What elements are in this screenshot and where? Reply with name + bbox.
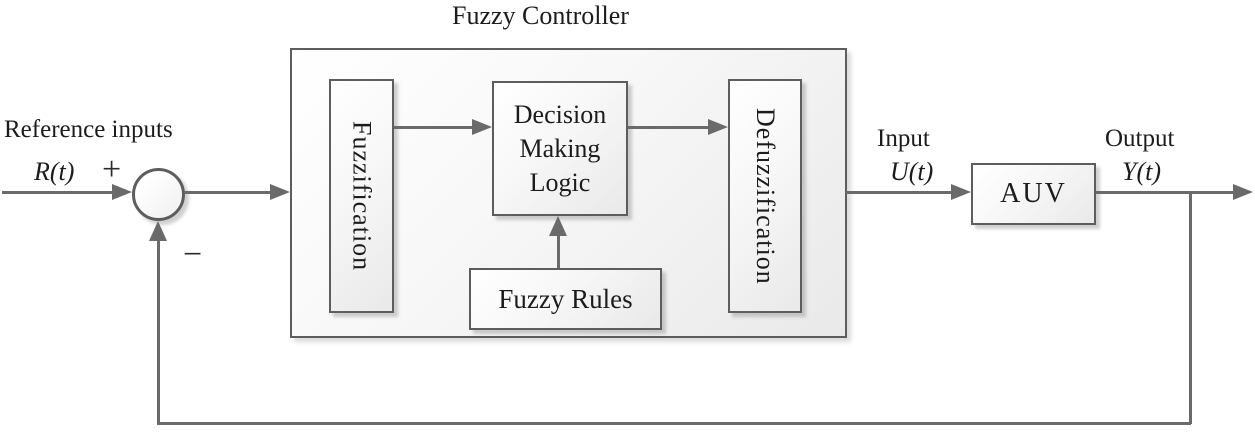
auv-label: AUV	[1000, 178, 1067, 209]
decision-making-logic-label: Decision Making Logic	[513, 99, 607, 197]
diagram-title: Fuzzy Controller	[452, 1, 629, 30]
rules-to-decision-line	[557, 234, 560, 268]
reference-inputs-label: Reference inputs	[4, 116, 173, 143]
fuzzification-label: Fuzzification	[347, 120, 377, 272]
fuzzy-rules-block: Fuzzy Rules	[469, 268, 662, 330]
fuzzy-rules-label: Fuzzy Rules	[498, 283, 633, 314]
r-t-label: R(t)	[34, 157, 75, 186]
output-label: Output	[1105, 125, 1175, 152]
feedback-bottom-line	[157, 422, 1191, 425]
arrowhead-up-into-decision-icon	[549, 216, 567, 236]
decision-to-defuzzification-line	[628, 126, 710, 129]
input-label: Input	[877, 125, 930, 152]
arrowhead-into-sum-icon	[112, 184, 132, 200]
arrowhead-into-defuzzification-icon	[708, 119, 728, 135]
u-t-label: U(t)	[890, 157, 934, 186]
decision-making-logic-block: Decision Making Logic	[492, 81, 628, 216]
minus-sign: −	[183, 236, 203, 273]
fuzzification-block: Fuzzification	[329, 79, 394, 313]
summing-junction	[132, 168, 185, 221]
fuzzification-to-decision-line	[394, 126, 474, 129]
defuzzification-block: Defuzzification	[728, 79, 802, 313]
plus-sign: +	[102, 151, 122, 188]
reference-input-line	[2, 191, 114, 194]
auv-block: AUV	[971, 163, 1096, 225]
arrowhead-into-controller-icon	[270, 184, 290, 200]
feedback-left-vertical-line	[157, 240, 160, 424]
feedback-right-vertical-line	[1189, 192, 1192, 424]
defuzzification-label: Defuzzification	[751, 107, 780, 285]
arrowhead-output-icon	[1233, 184, 1253, 200]
y-t-label: Y(t)	[1122, 157, 1161, 186]
error-signal-line	[184, 191, 271, 194]
arrowhead-into-decision-icon	[472, 119, 492, 135]
controller-to-auv-line	[846, 191, 952, 194]
arrowhead-into-auv-icon	[951, 184, 971, 200]
arrowhead-feedback-into-sum-icon	[149, 221, 167, 241]
auv-output-line	[1096, 191, 1235, 194]
